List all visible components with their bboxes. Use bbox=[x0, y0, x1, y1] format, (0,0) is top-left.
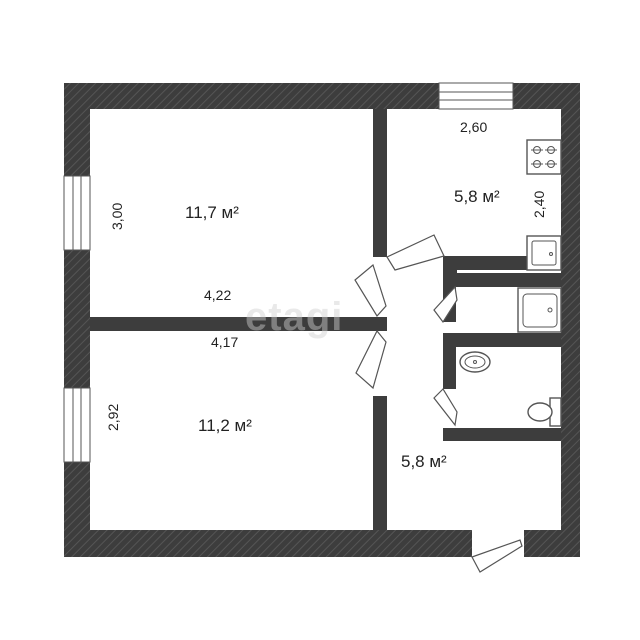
door-bedroom-bottom bbox=[355, 329, 387, 390]
wall-bottom-left bbox=[64, 530, 472, 557]
washbasin-icon bbox=[517, 287, 562, 333]
toilet-icon bbox=[527, 397, 562, 427]
wall-right bbox=[561, 83, 580, 557]
window-left-lower bbox=[63, 387, 91, 463]
room-top-left-area: 11,7 м² bbox=[185, 203, 239, 222]
kitchen-area: 5,8 м² bbox=[454, 187, 500, 206]
wall-left bbox=[64, 83, 90, 557]
watermark: etagi bbox=[245, 295, 343, 339]
wall-joint bbox=[373, 317, 387, 331]
wall-bottom-right bbox=[524, 530, 580, 557]
dim-bottom-left-width: 4,17 bbox=[211, 334, 238, 350]
door-bedroom-top bbox=[354, 263, 387, 317]
wall-kitchen-stub bbox=[443, 256, 457, 276]
doors bbox=[354, 234, 523, 573]
hallway-area: 5,8 м² bbox=[401, 452, 447, 471]
wall-between-bedrooms bbox=[90, 317, 373, 331]
wall-bathroom-divider bbox=[443, 333, 561, 347]
dim-kitchen-width: 2,60 bbox=[460, 119, 487, 135]
door-toilet bbox=[433, 388, 458, 427]
wall-bathroom-bottom bbox=[443, 428, 561, 441]
door-bathroom bbox=[433, 285, 458, 324]
room-bottom-left-area: 11,2 м² bbox=[198, 416, 252, 435]
wall-bathroom-left-mid bbox=[443, 347, 456, 389]
dim-top-left-height: 3,00 bbox=[109, 203, 125, 230]
door-entrance bbox=[471, 539, 523, 573]
stove-icon bbox=[526, 139, 562, 175]
dim-bottom-left-height: 2,92 bbox=[105, 404, 121, 431]
wall-center-upper bbox=[373, 109, 387, 257]
kitchen-sink-icon bbox=[526, 235, 562, 271]
door-kitchen bbox=[386, 234, 445, 271]
window-top bbox=[438, 82, 514, 110]
bathroom-sink-icon bbox=[459, 351, 491, 373]
wall-center-lower bbox=[373, 396, 387, 530]
dim-top-left-width: 4,22 bbox=[204, 287, 231, 303]
dim-kitchen-depth: 2,40 bbox=[531, 191, 547, 218]
window-left-upper bbox=[63, 175, 91, 251]
wall-bathroom-top bbox=[443, 273, 561, 287]
